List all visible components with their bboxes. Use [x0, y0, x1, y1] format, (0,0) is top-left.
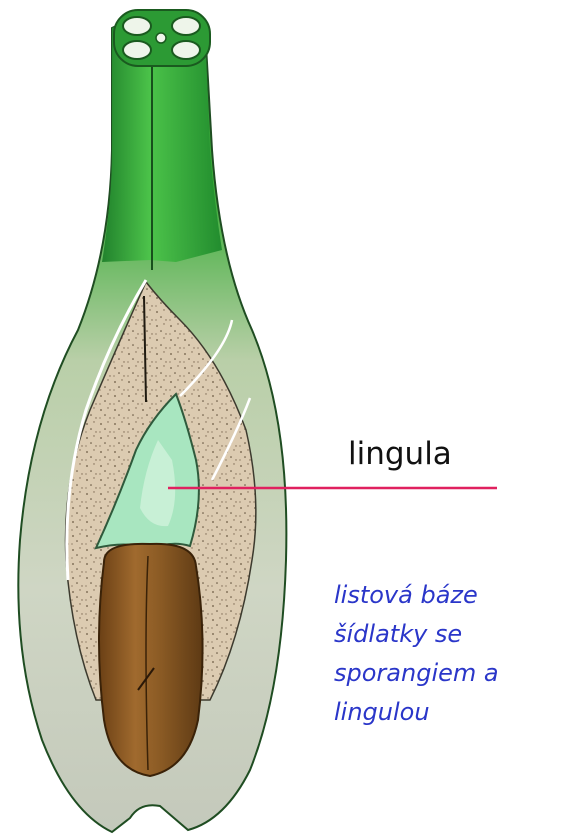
- air-canal: [123, 17, 151, 35]
- central-strand: [156, 33, 166, 43]
- air-canal: [172, 41, 200, 59]
- caption-text: listová báze šídlatky se sporangiem a li…: [334, 576, 554, 732]
- caption-line: sporangiem a: [334, 654, 554, 693]
- air-canal: [172, 17, 200, 35]
- sporangium: [99, 544, 203, 776]
- air-canal: [123, 41, 151, 59]
- caption-line: šídlatky se: [334, 615, 554, 654]
- caption-line: listová báze: [334, 576, 554, 615]
- lingula-label: lingula: [348, 436, 452, 472]
- caption-line: lingulou: [334, 693, 554, 732]
